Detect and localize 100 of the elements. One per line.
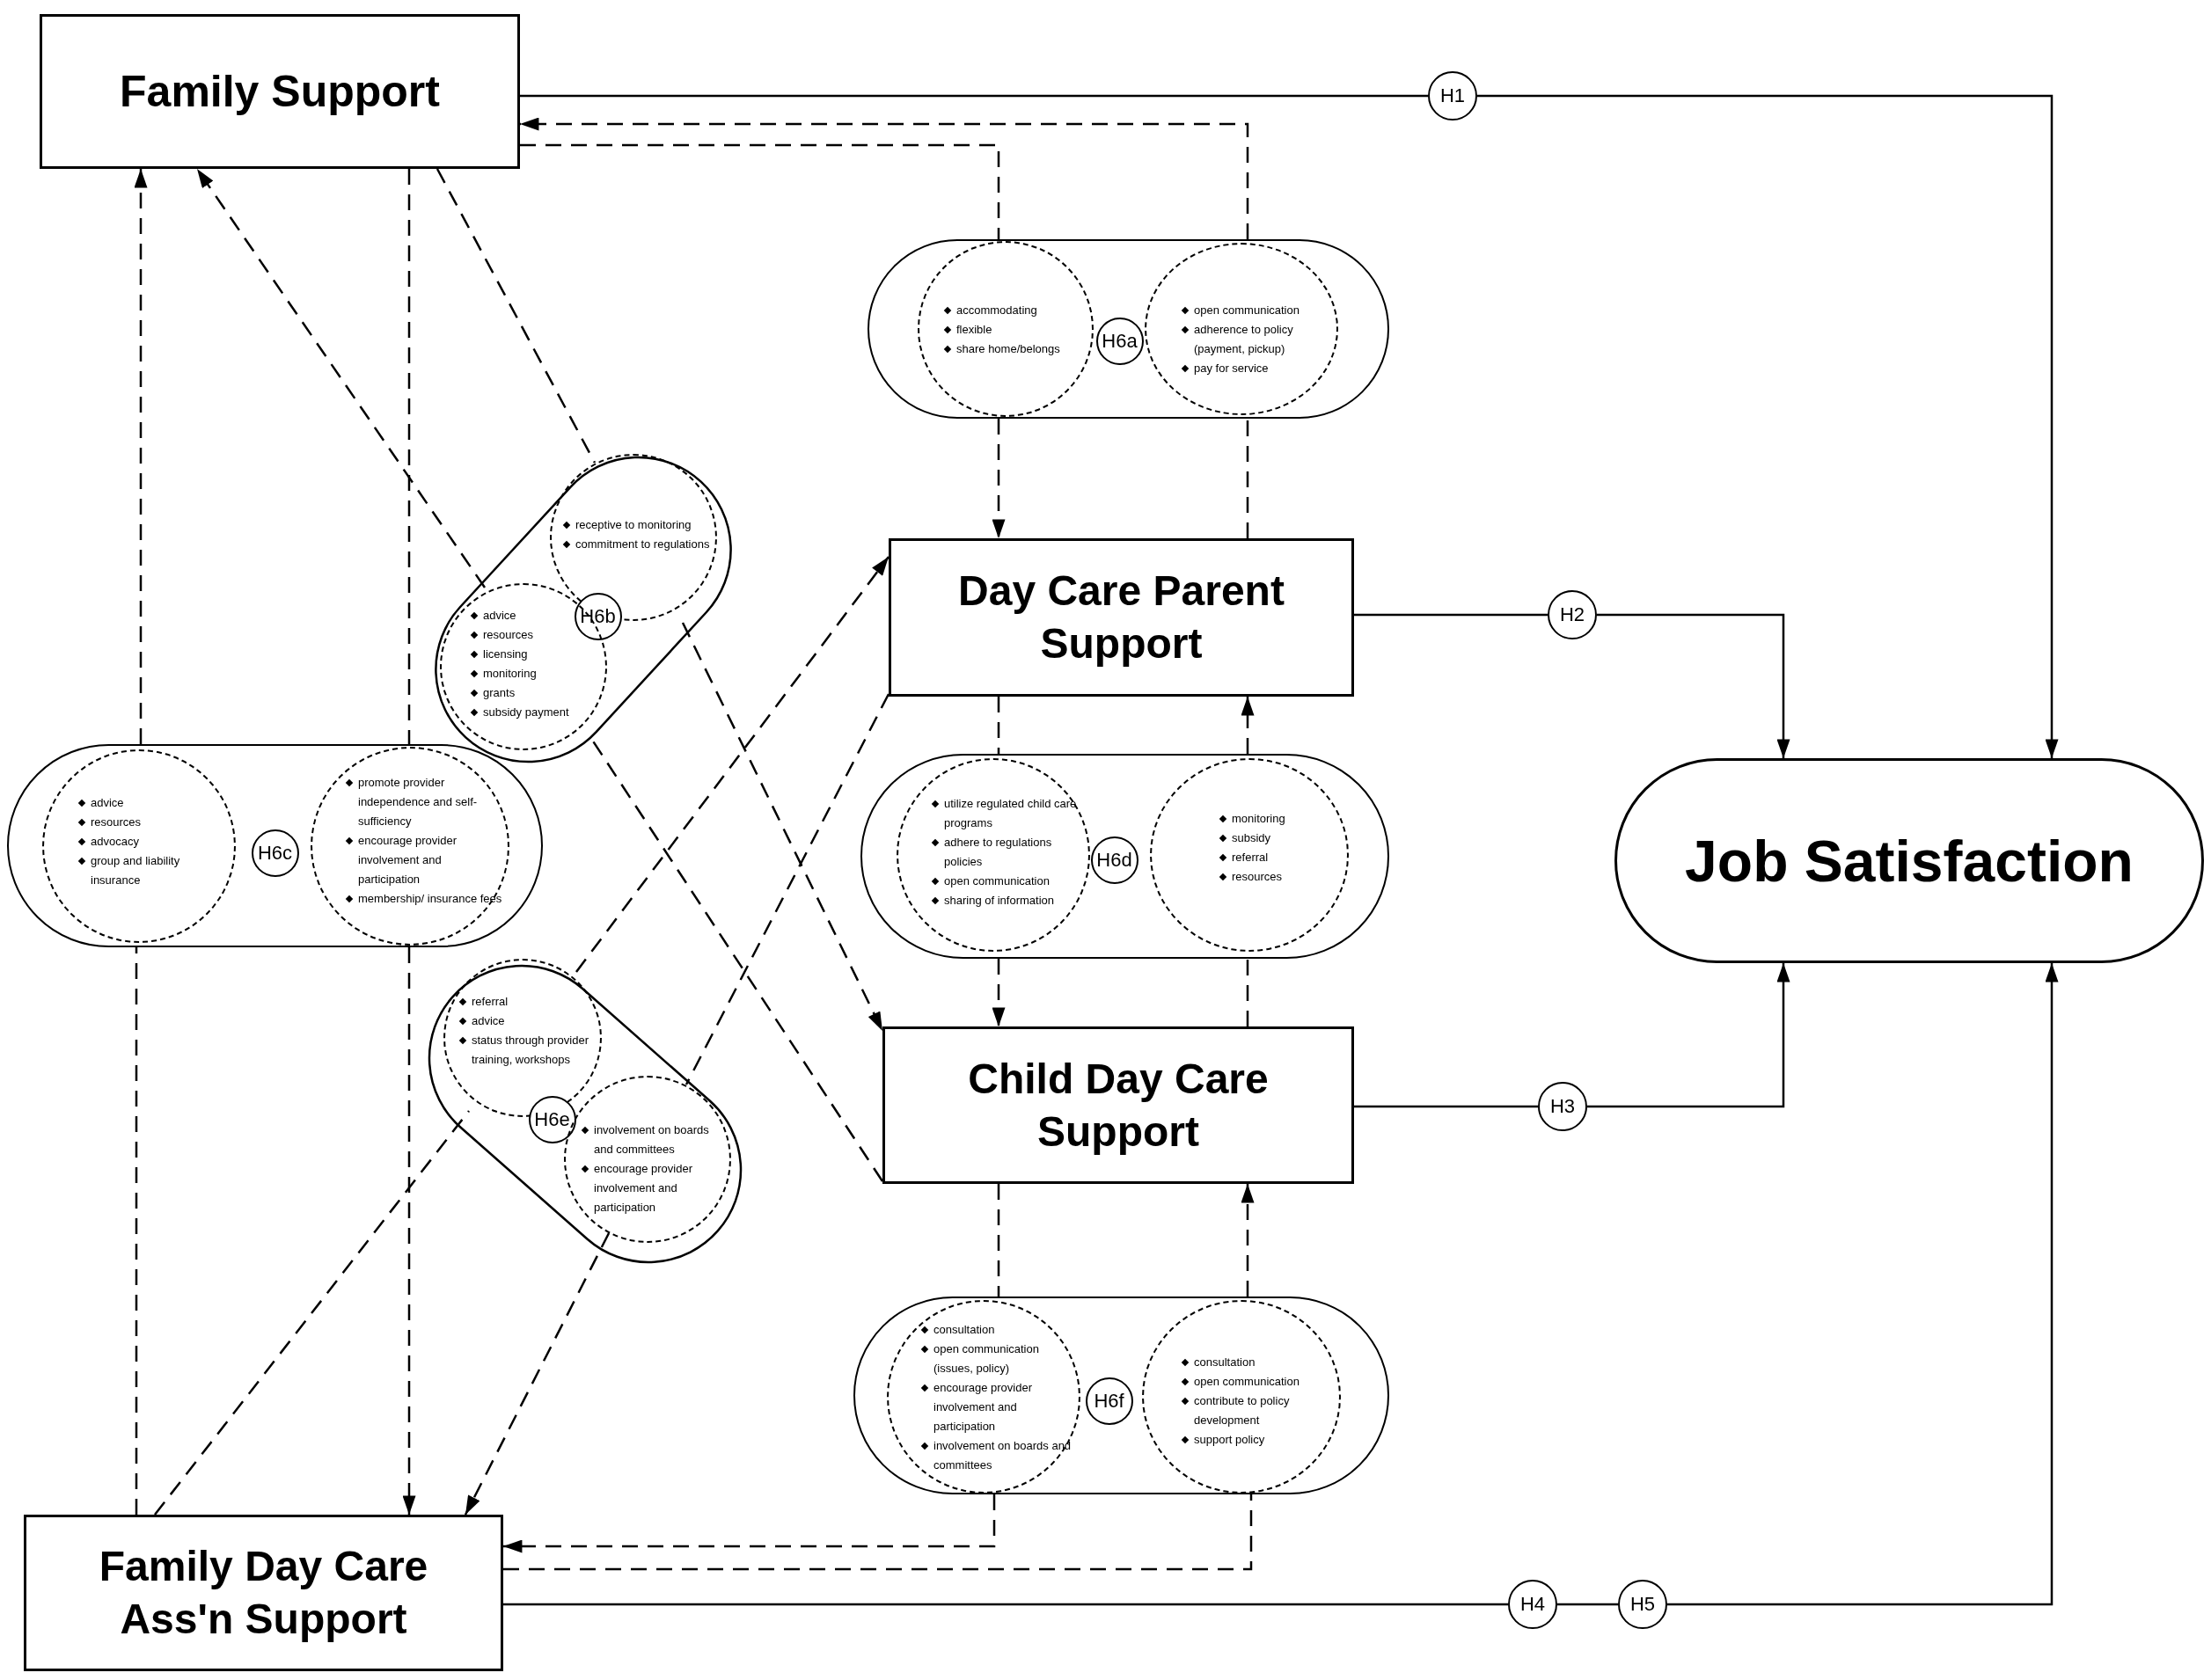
hypothesis-circle bbox=[574, 592, 622, 640]
hypothesis-circle bbox=[1428, 71, 1477, 121]
bullet-item: resources bbox=[469, 625, 601, 645]
hypothesis-label: H2 bbox=[1559, 603, 1585, 626]
arrow bbox=[1477, 94, 2059, 758]
arrow bbox=[1241, 1184, 1255, 1297]
bullet-item: grants bbox=[469, 683, 601, 703]
bullet-item: subsidy payment bbox=[469, 703, 601, 722]
connector-line bbox=[154, 1110, 470, 1516]
hypothesis-circle bbox=[1618, 1580, 1667, 1629]
bullet-item: subsidy bbox=[1218, 829, 1323, 848]
connector-line bbox=[1246, 959, 1249, 1026]
bullet-item: licensing bbox=[469, 645, 601, 664]
connector-line bbox=[520, 94, 1428, 98]
bullet-item: advice bbox=[458, 1012, 600, 1031]
arrow bbox=[195, 168, 487, 588]
bullet-item: open communication (issues, policy) bbox=[919, 1340, 1078, 1378]
dashed-circle bbox=[1149, 757, 1349, 952]
arrow bbox=[134, 169, 148, 744]
hypothesis-circle bbox=[1095, 317, 1144, 365]
connector-line bbox=[503, 1603, 1508, 1606]
hypothesis-label: H6c bbox=[257, 841, 293, 865]
hypothesis-circle bbox=[1538, 1082, 1587, 1131]
arrow bbox=[1587, 963, 1790, 1108]
node-label: Job Satisfaction bbox=[1684, 827, 2134, 895]
bullet-item: adherence to policy (payment, pickup) bbox=[1180, 320, 1312, 359]
connector-line bbox=[520, 143, 1000, 239]
bullet-item: consultation bbox=[919, 1320, 1078, 1340]
bullet-item: commitment to regulations bbox=[561, 535, 713, 554]
connector-line bbox=[1354, 1105, 1538, 1108]
connector-line bbox=[1246, 419, 1249, 538]
bullet-item: sharing of information bbox=[930, 891, 1084, 910]
connector-line bbox=[1557, 1603, 1618, 1606]
bullet-item: resources bbox=[1218, 867, 1323, 887]
arrow bbox=[1241, 697, 1255, 754]
bullet-item: accommodating bbox=[942, 301, 1083, 320]
connector-line bbox=[997, 697, 1000, 754]
node-label: Day Care Parent Support bbox=[957, 566, 1285, 668]
dashed-circle bbox=[1144, 242, 1338, 415]
hypothesis-label: H6a bbox=[1102, 329, 1138, 353]
connector-line bbox=[135, 947, 138, 1515]
bullet-item: share home/belongs bbox=[942, 340, 1083, 359]
bullet-item: pay for service bbox=[1180, 359, 1312, 378]
node-label: Family Support bbox=[119, 65, 441, 118]
bullet-item: monitoring bbox=[469, 664, 601, 683]
arrow bbox=[992, 419, 1006, 538]
arrow bbox=[1667, 963, 2059, 1606]
bullet-item: advocacy bbox=[77, 832, 226, 851]
support-box bbox=[24, 1515, 503, 1671]
hypothesis-label: H6b bbox=[580, 604, 616, 628]
bullet-item: encourage provider involvement and participation bbox=[580, 1159, 728, 1217]
bullet-item: status through provider training, workshops bbox=[458, 1031, 600, 1070]
bullet-item: advice bbox=[77, 793, 226, 813]
dashed-circle bbox=[41, 749, 236, 943]
arrow bbox=[402, 947, 416, 1515]
connector-line bbox=[436, 168, 597, 464]
dashed-circle bbox=[886, 1299, 1080, 1494]
support-box bbox=[40, 14, 520, 169]
bullet-item: referral bbox=[458, 992, 600, 1012]
hypothesis-label: H6e bbox=[534, 1107, 570, 1131]
hypothesis-circle bbox=[1090, 836, 1138, 884]
bullet-item: group and liability insurance bbox=[77, 851, 226, 890]
bullet-item: involvement on boards and committees bbox=[919, 1436, 1078, 1475]
dashed-circle bbox=[917, 240, 1094, 417]
hypothesis-circle bbox=[1508, 1580, 1557, 1629]
hypothesis-label: H3 bbox=[1549, 1095, 1576, 1118]
bullet-item: flexible bbox=[942, 320, 1083, 340]
arrow bbox=[575, 556, 890, 973]
arrow bbox=[464, 1232, 611, 1516]
arrow bbox=[992, 959, 1006, 1026]
dashed-circle bbox=[310, 746, 509, 946]
arrow bbox=[1597, 613, 1790, 758]
hypothesis-label: H6f bbox=[1094, 1389, 1124, 1413]
bullet-item: monitoring bbox=[1218, 809, 1323, 829]
support-box bbox=[889, 538, 1354, 697]
dashed-circle bbox=[896, 757, 1090, 952]
bullet-item: open communication bbox=[1180, 1372, 1329, 1391]
hypothesis-circle bbox=[1548, 590, 1597, 639]
connector-line bbox=[1354, 613, 1548, 617]
bullet-item: consultation bbox=[1180, 1353, 1329, 1372]
bullet-item: open communication bbox=[930, 872, 1084, 891]
bullet-item: open communication bbox=[1180, 301, 1312, 320]
node-label: Child Day Care Support bbox=[967, 1054, 1270, 1157]
hypothesis-label: H1 bbox=[1439, 84, 1466, 107]
connector-line bbox=[503, 1494, 1253, 1571]
connector-line bbox=[685, 693, 890, 1085]
connector-line bbox=[407, 169, 411, 744]
hypothesis-label: H4 bbox=[1519, 1593, 1546, 1616]
support-box bbox=[882, 1026, 1354, 1184]
node-label: Family Day Care Ass'n Support bbox=[98, 1542, 429, 1644]
hypothesis-circle bbox=[528, 1095, 576, 1143]
bullet-item: support policy bbox=[1180, 1430, 1329, 1450]
hypothesis-label: H6d bbox=[1096, 848, 1132, 872]
hypothesis-label: H5 bbox=[1629, 1593, 1656, 1616]
bullet-item: resources bbox=[77, 813, 226, 832]
dashed-circle bbox=[1141, 1299, 1341, 1494]
arrow bbox=[681, 622, 884, 1032]
connector-line bbox=[997, 1184, 1000, 1297]
bullet-item: membership/ insurance fees bbox=[344, 889, 502, 909]
bullet-item: receptive to monitoring bbox=[561, 515, 713, 535]
